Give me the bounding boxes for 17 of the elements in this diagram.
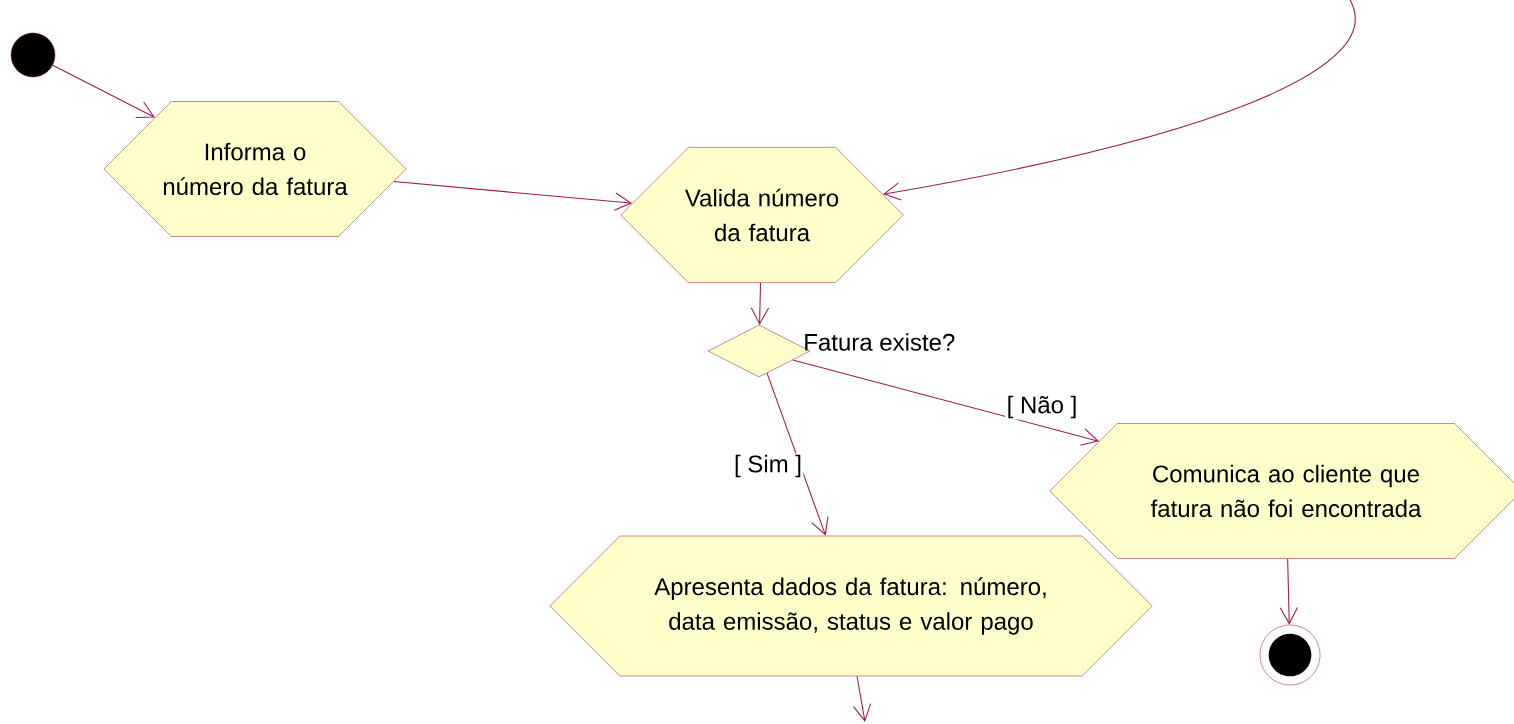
arrow <box>853 675 872 722</box>
edge-label: [ Não ] <box>1005 394 1079 420</box>
activity-box: Valida número da fatura <box>620 147 904 283</box>
activity-box: Apresenta dados da fatura: número, data emissão, status e valor pago <box>549 535 1153 677</box>
activity-box: Informa o número da fatura <box>103 101 407 237</box>
arrow <box>393 181 633 211</box>
arrow <box>766 372 829 536</box>
condition-text: Fatura existe? <box>805 333 955 351</box>
arrow <box>883 0 1356 201</box>
edge-label: [ Sim ] <box>732 453 804 479</box>
arrow <box>792 359 1100 446</box>
end-node <box>1259 624 1321 686</box>
arrow <box>52 64 155 118</box>
arrow <box>1279 558 1299 625</box>
activity-box: Comunica ao cliente que fatura não foi encontrada <box>1049 423 1514 559</box>
arrow <box>750 282 770 325</box>
start-node <box>10 32 56 78</box>
